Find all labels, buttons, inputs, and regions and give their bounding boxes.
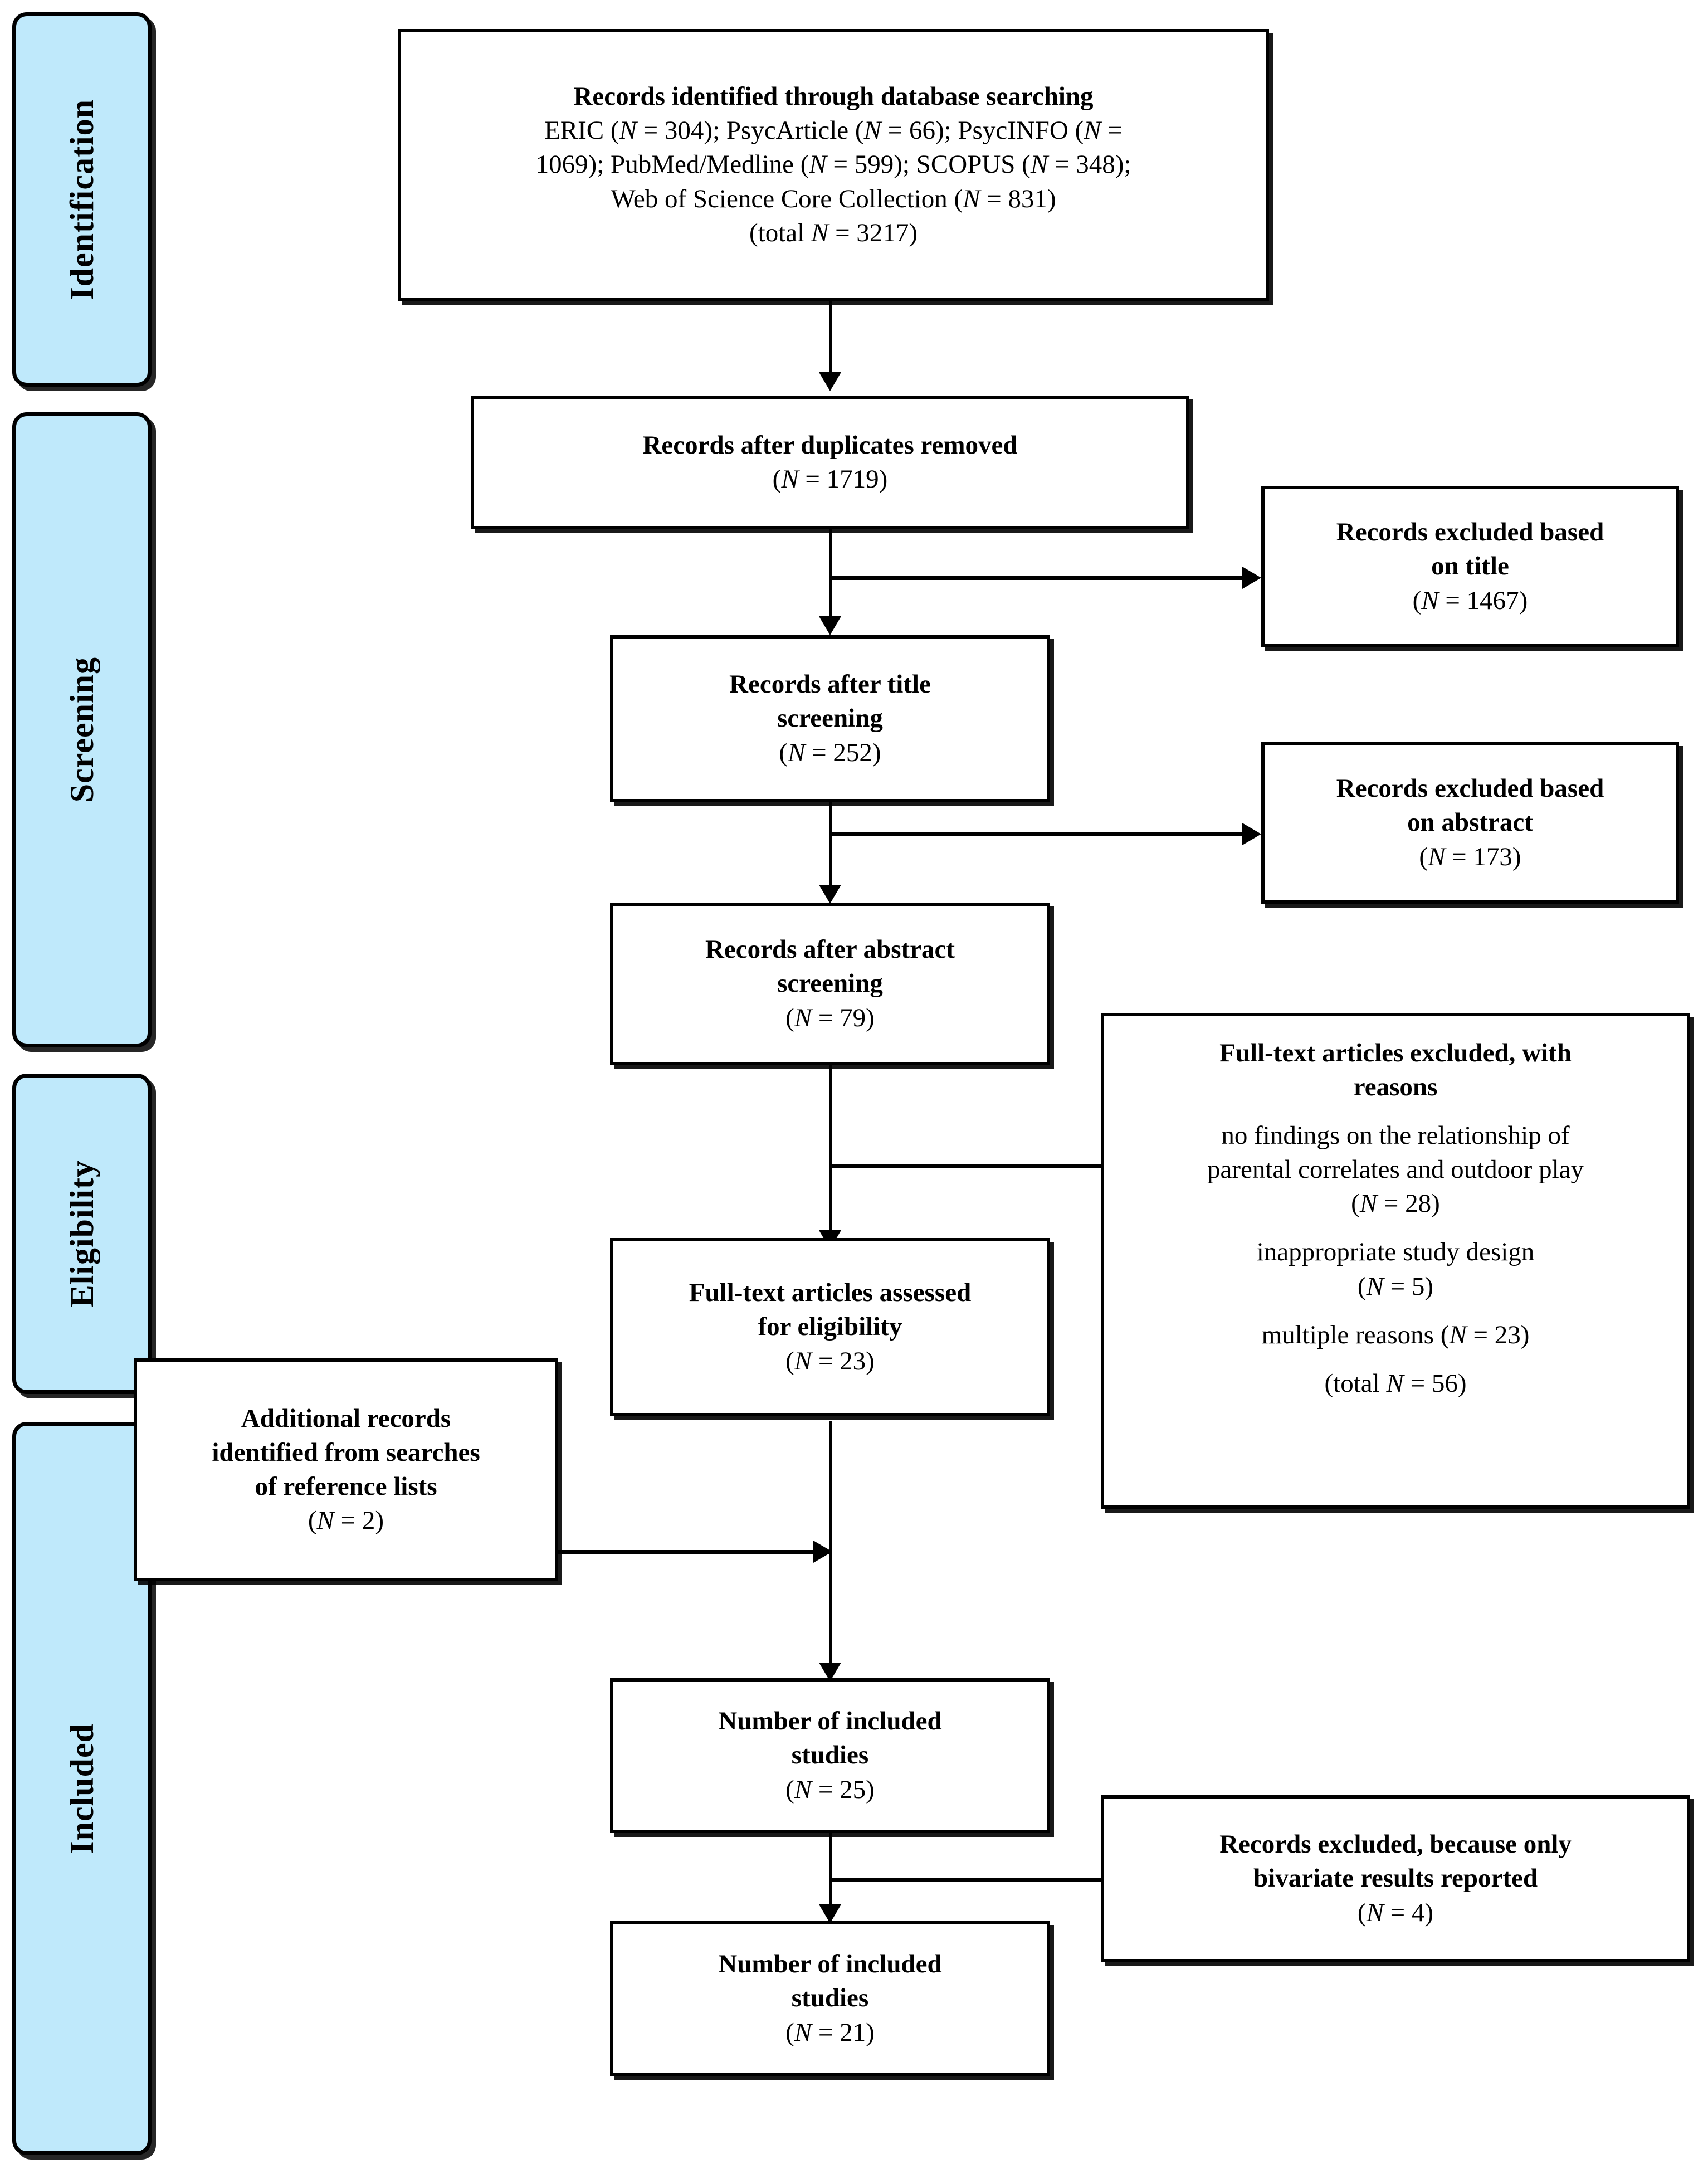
phase-included-label: Included	[64, 1723, 100, 1854]
records-identified-total: (total N = 3217)	[749, 218, 918, 247]
included21-count: (N = 21)	[785, 2017, 875, 2047]
phase-identification: Identification	[12, 12, 152, 387]
box-additional-records: Additional records identified from searc…	[134, 1358, 558, 1581]
additional-records-heading-line2: identified from searches	[212, 1437, 480, 1467]
excluded-abstract-heading-line1: Records excluded based	[1336, 774, 1604, 803]
included25-heading-line1: Number of included	[718, 1707, 942, 1736]
connector-branch-excluded-bivariate	[830, 1878, 1102, 1882]
arrowhead-right-excluded-abstract	[1242, 823, 1261, 845]
included25-heading-line2: studies	[791, 1741, 869, 1770]
after-title-heading-line2: screening	[777, 704, 883, 733]
excluded-fulltext-total: (total N = 56)	[1324, 1368, 1467, 1398]
connector-abstract-to-fulltext	[829, 1065, 832, 1238]
fulltext-assessed-count: (N = 23)	[785, 1346, 875, 1376]
after-abstract-heading-line2: screening	[777, 969, 883, 998]
box-excluded-bivariate: Records excluded, because only bivariate…	[1101, 1795, 1690, 1962]
connector-additional-to-trunk	[558, 1550, 831, 1554]
excluded-abstract-count: (N = 173)	[1419, 842, 1521, 871]
fulltext-assessed-heading-line2: for eligibility	[758, 1312, 902, 1342]
excluded-fulltext-reason3: multiple reasons (N = 23)	[1261, 1320, 1530, 1349]
box-excluded-fulltext-with-reasons: Full-text articles excluded, with reason…	[1101, 1013, 1690, 1509]
additional-records-count: (N = 2)	[308, 1506, 384, 1536]
excluded-fulltext-reason1-line1: no findings on the relationship of	[1221, 1121, 1570, 1151]
box-records-identified: Records identified through database sear…	[398, 29, 1269, 301]
excluded-fulltext-reason1-line2: parental correlates and outdoor play	[1207, 1155, 1584, 1185]
arrowhead-down-abstract	[819, 885, 841, 904]
after-duplicates-heading: Records after duplicates removed	[642, 430, 1018, 460]
excluded-title-heading-line2: on title	[1431, 552, 1509, 581]
records-identified-heading: Records identified through database sear…	[573, 82, 1094, 111]
fulltext-assessed-heading-line1: Full-text articles assessed	[689, 1278, 972, 1308]
after-abstract-count: (N = 79)	[785, 1003, 875, 1032]
records-identified-line3: Web of Science Core Collection (N = 831)	[611, 184, 1056, 213]
box-excluded-on-title: Records excluded based on title (N = 146…	[1261, 486, 1679, 647]
box-excluded-on-abstract: Records excluded based on abstract (N = …	[1261, 742, 1679, 904]
excluded-abstract-heading-line2: on abstract	[1407, 808, 1533, 837]
phase-eligibility-label: Eligibility	[64, 1160, 100, 1308]
arrowhead-down-included21	[819, 1904, 841, 1923]
phase-screening-label: Screening	[64, 657, 100, 803]
connector-duplicates-to-title	[829, 529, 832, 617]
connector-branch-excluded-abstract	[830, 832, 1243, 836]
arrowhead-right-excluded-title	[1242, 567, 1261, 589]
box-fulltext-assessed: Full-text articles assessed for eligibil…	[610, 1238, 1050, 1416]
arrowhead-down-title	[819, 616, 841, 635]
after-title-count: (N = 252)	[779, 738, 881, 767]
after-abstract-heading-line1: Records after abstract	[705, 935, 955, 964]
included25-count: (N = 25)	[785, 1775, 875, 1804]
excluded-fulltext-reason2-line1: inappropriate study design	[1256, 1237, 1535, 1267]
excluded-fulltext-reason2-count: (N = 5)	[1357, 1271, 1434, 1301]
box-records-after-title-screening: Records after title screening (N = 252)	[610, 635, 1050, 802]
box-records-after-abstract-screening: Records after abstract screening (N = 79…	[610, 903, 1050, 1065]
excluded-fulltext-heading-line2: reasons	[1353, 1073, 1438, 1102]
additional-records-heading-line1: Additional records	[241, 1403, 451, 1433]
excluded-fulltext-heading-line1: Full-text articles excluded, with	[1219, 1039, 1572, 1068]
excluded-title-count: (N = 1467)	[1412, 586, 1528, 615]
connector-title-to-abstract	[829, 802, 832, 886]
connector-branch-excluded-title	[830, 576, 1243, 580]
after-title-heading-line1: Records after title	[729, 670, 931, 699]
connector-included25-to-included21	[829, 1833, 832, 1911]
connector-identified-to-duplicates	[829, 301, 832, 373]
included21-heading-line1: Number of included	[718, 1949, 942, 1979]
phase-eligibility: Eligibility	[12, 1074, 152, 1394]
box-included-studies-25: Number of included studies (N = 25)	[610, 1678, 1050, 1833]
records-identified-line1: ERIC (N = 304); PsycArticle (N = 66); Ps…	[544, 116, 1123, 145]
excluded-title-heading-line1: Records excluded based	[1336, 518, 1604, 547]
box-included-studies-21: Number of included studies (N = 21)	[610, 1921, 1050, 2076]
connector-branch-excluded-fulltext	[830, 1164, 1102, 1168]
excluded-fulltext-reason1-count: (N = 28)	[1351, 1189, 1440, 1219]
excluded-bivariate-heading-line2: bivariate results reported	[1253, 1864, 1538, 1893]
phase-included: Included	[12, 1422, 152, 2155]
box-records-after-duplicates: Records after duplicates removed (N = 17…	[471, 396, 1189, 529]
included21-heading-line2: studies	[791, 1983, 869, 2013]
after-duplicates-count: (N = 1719)	[772, 465, 888, 494]
additional-records-heading-line3: of reference lists	[255, 1472, 437, 1501]
phase-screening: Screening	[12, 412, 152, 1047]
excluded-bivariate-count: (N = 4)	[1357, 1898, 1434, 1927]
arrowhead-right-merge-trunk	[813, 1541, 832, 1563]
phase-identification-label: Identification	[64, 99, 100, 300]
arrowhead-down-duplicates	[819, 372, 841, 391]
excluded-bivariate-heading-line1: Records excluded, because only	[1219, 1830, 1572, 1859]
records-identified-line2: 1069); PubMed/Medline (N = 599); SCOPUS …	[535, 150, 1131, 179]
